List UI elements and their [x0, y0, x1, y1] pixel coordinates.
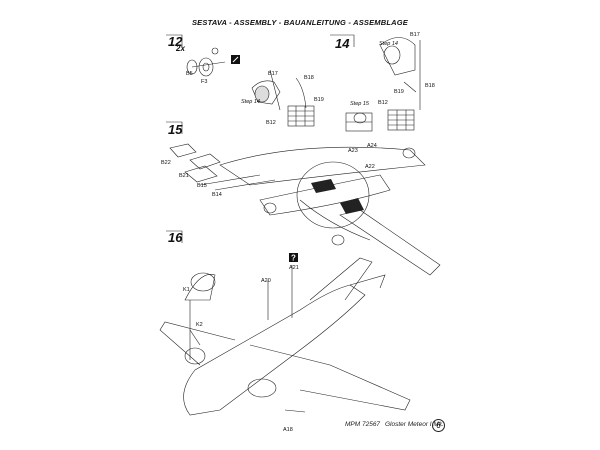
part-label: A21	[289, 265, 299, 271]
step-number-14: 14	[335, 36, 350, 51]
page-title: SESTAVA - ASSEMBLY - BAUANLEITUNG - ASSE…	[191, 18, 408, 27]
step-reference: Step 14	[379, 41, 398, 47]
part-label: B17	[410, 32, 420, 38]
part-label: B12	[266, 120, 276, 126]
step12-wheel	[186, 47, 226, 77]
step15-frame	[166, 121, 183, 134]
part-label: B19	[314, 97, 324, 103]
kit-code: MPM 72567	[345, 421, 381, 428]
part-label: B18	[425, 83, 435, 89]
step14-gear	[379, 37, 421, 131]
part-label: B5	[186, 71, 193, 77]
step-reference: Step 15	[350, 101, 369, 107]
part-label: B17	[268, 71, 278, 77]
part-label: F3	[201, 79, 208, 85]
part-label: K2	[196, 322, 203, 328]
step16-aircraft	[159, 257, 411, 416]
question-mark-icon: ?	[289, 253, 298, 263]
part-label: B15	[197, 183, 207, 189]
page-number: 6	[432, 419, 445, 432]
step-number-16: 16	[168, 230, 183, 245]
part-label: B19	[394, 89, 404, 95]
step-number-12: 12	[168, 34, 183, 49]
part-label: A24	[367, 143, 377, 149]
part-label: B18	[304, 75, 314, 81]
part-label: K1	[183, 287, 190, 293]
model-name: Gloster Meteor I Mk.	[385, 421, 444, 428]
glue-icon	[231, 55, 240, 64]
part-label: A18	[283, 427, 293, 433]
svg-text:?: ?	[291, 254, 296, 263]
step14-frame	[330, 34, 355, 47]
step16-frame	[166, 230, 183, 243]
quantity-label: 2x	[176, 44, 185, 53]
step12-gear	[251, 69, 315, 127]
part-label: A22	[365, 164, 375, 170]
part-label: B14	[212, 192, 222, 198]
part-label: A23	[348, 148, 358, 154]
part-label: A20	[261, 278, 271, 284]
step-reference: Step 14	[241, 99, 260, 105]
step15-parts	[169, 143, 276, 191]
step15-aircraft	[219, 146, 441, 276]
part-label: B12	[378, 100, 388, 106]
part-label: B21	[179, 173, 189, 179]
step14-sub	[345, 112, 373, 132]
step12-frame	[166, 34, 183, 47]
part-label: B22	[161, 160, 171, 166]
step15-wheel-bays	[311, 179, 364, 214]
step-number-15: 15	[168, 122, 183, 137]
